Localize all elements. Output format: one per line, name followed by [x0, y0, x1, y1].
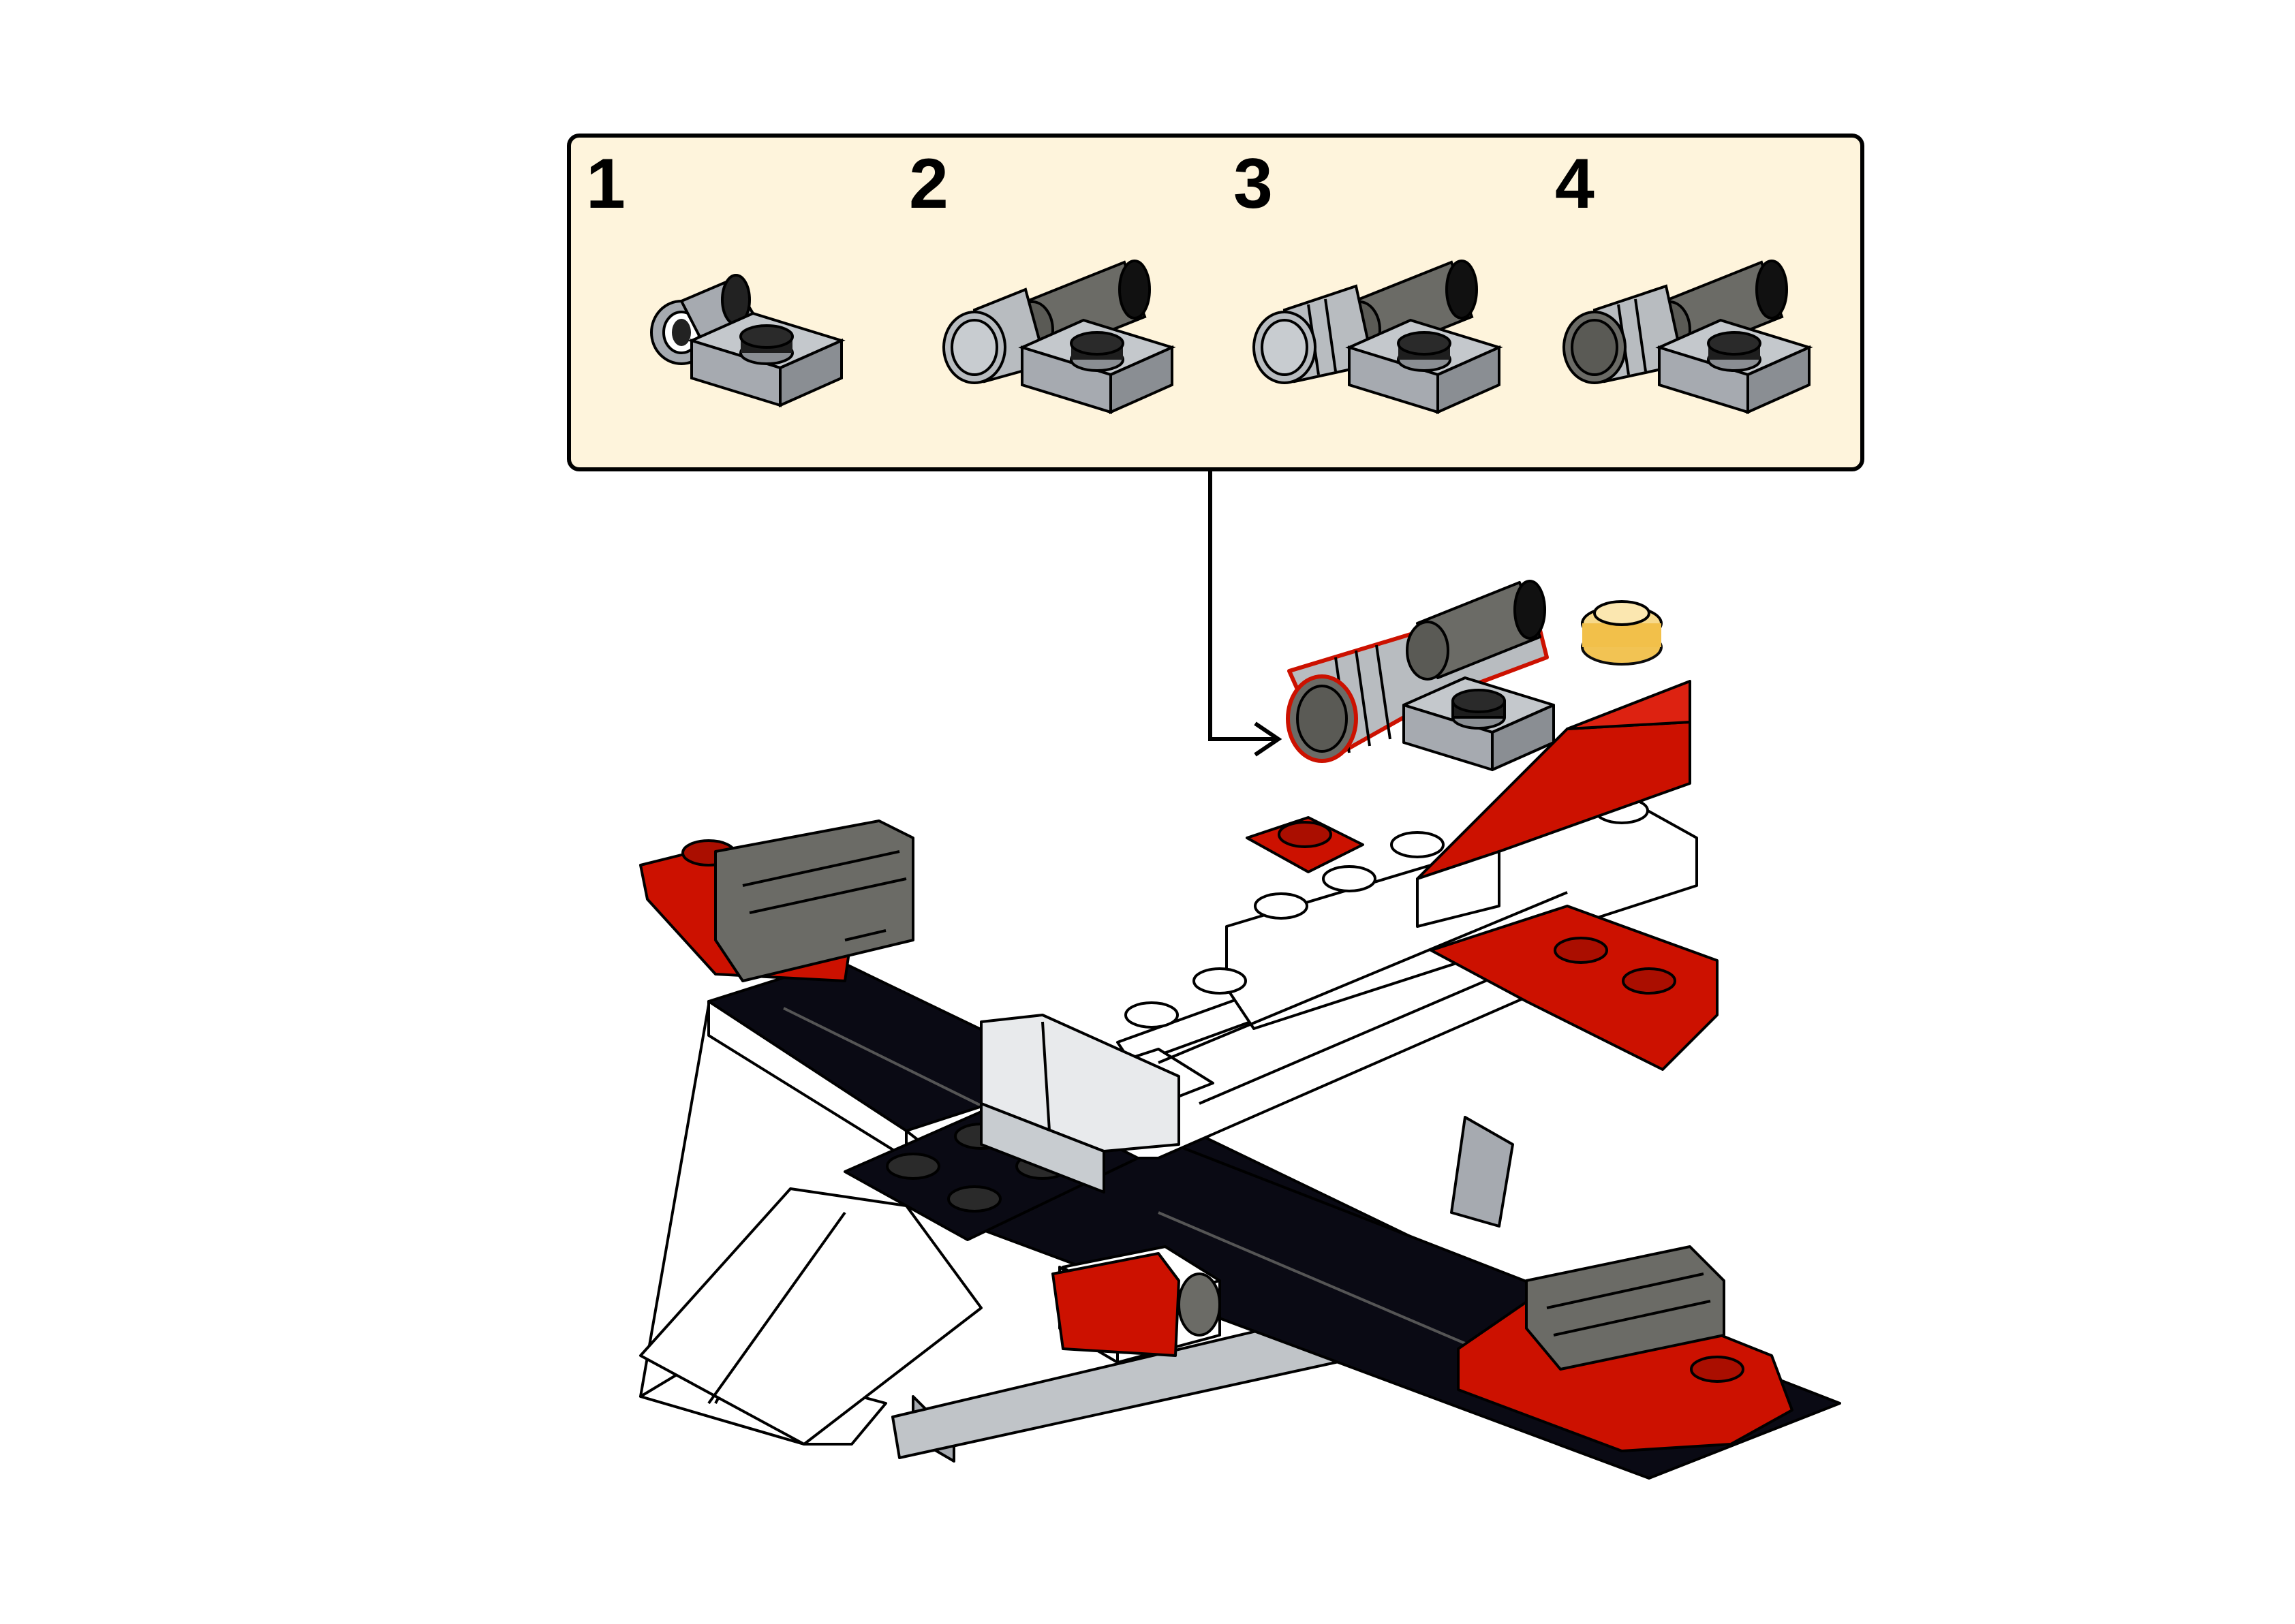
arrow-head — [1254, 721, 1282, 757]
attached-barrel — [1286, 580, 1555, 771]
step-number-4: 4 — [1555, 144, 1595, 223]
step-number-2: 2 — [909, 144, 949, 223]
step-3-parts — [1252, 260, 1500, 413]
step-1-parts — [650, 274, 843, 407]
step-number-1: 1 — [586, 144, 626, 223]
airplane-model — [639, 580, 1841, 1480]
step-2-parts — [942, 260, 1173, 413]
connector-line — [1208, 471, 1276, 741]
step-4-parts — [1562, 260, 1811, 413]
engine-pod — [1051, 1245, 1221, 1364]
step-number-3: 3 — [1233, 144, 1273, 223]
